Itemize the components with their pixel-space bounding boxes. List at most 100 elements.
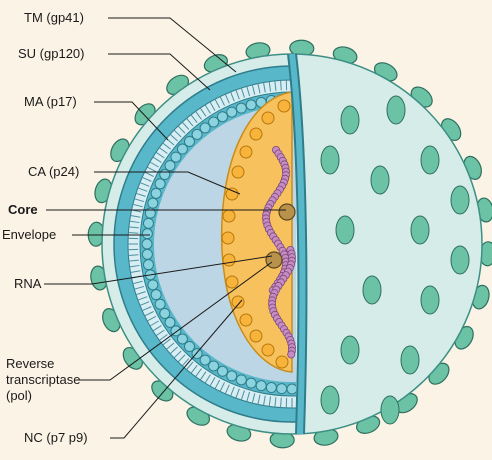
matrix-bead [183, 341, 195, 353]
matrix-bead [147, 279, 159, 291]
rna-strands [262, 145, 296, 359]
lipid-tick [274, 397, 277, 408]
label-reverse-transcriptase: Reverse transcriptase (pol) [6, 356, 106, 404]
matrix-bead [141, 228, 153, 240]
capsid-bead [239, 313, 253, 327]
matrix-bead [150, 187, 162, 199]
matrix-bead [245, 99, 257, 111]
lipid-tick [263, 395, 266, 406]
matrix-bead [255, 380, 267, 392]
surface-knob [450, 245, 470, 275]
matrix-bead [154, 178, 166, 190]
lipid-tick [135, 291, 146, 296]
matrix-bead [147, 197, 159, 209]
capsid-bead [225, 275, 239, 289]
surface-knob [410, 215, 430, 245]
lipid-tick [240, 390, 245, 401]
lipid-tick [246, 391, 251, 402]
capsid-bead [277, 99, 291, 113]
label-su: SU (gp120) [18, 46, 85, 61]
lipid-tick [268, 81, 272, 92]
matrix-bead [208, 116, 220, 128]
lipid-tick [251, 84, 256, 95]
matrix-bead [164, 316, 176, 328]
surface-knob [420, 285, 440, 315]
lipid-tick [155, 329, 165, 337]
surface-knob [340, 335, 360, 365]
lipid-tick [230, 386, 235, 397]
matrix-bead [159, 307, 171, 319]
matrix-bead [154, 298, 166, 310]
lipid-tick [251, 393, 256, 404]
lipid-tick [129, 264, 140, 268]
lipid-tick [129, 220, 140, 224]
capsid-bead [225, 187, 239, 201]
surface-knob [400, 345, 420, 375]
lipid-tick [146, 315, 157, 322]
lipid-tick [144, 171, 154, 177]
label-ca: CA (p24) [28, 164, 80, 179]
matrix-bead [142, 259, 154, 271]
capsid-bead [261, 111, 275, 125]
lipid-tick [128, 259, 139, 262]
reverse-transcriptase-enzyme-2 [265, 251, 283, 269]
lipid-tick [224, 93, 230, 104]
capsid-bead [231, 165, 245, 179]
surface-knob [362, 275, 382, 305]
matrix-bead [226, 106, 238, 118]
lipid-tick [155, 151, 165, 159]
matrix-bead [276, 383, 288, 395]
lipid-tick [152, 156, 162, 163]
lipid-tick [209, 377, 216, 387]
capsid-bead [221, 231, 235, 245]
lipid-tick [219, 96, 225, 106]
lipid-tick [257, 83, 261, 94]
lipid-tick [134, 198, 145, 203]
lipid-tick [149, 320, 159, 327]
lipid-tick [144, 311, 154, 317]
lipid-tick [159, 147, 168, 154]
matrix-bead [226, 370, 238, 382]
lipid-tick [235, 388, 240, 399]
label-tm: TM (gp41) [24, 10, 84, 25]
lipid-tick [162, 338, 171, 346]
matrix-bead [176, 143, 188, 155]
matrix-bead [142, 217, 154, 229]
surface-knob [340, 105, 360, 135]
leader-lines [44, 17, 286, 439]
surface-knob [320, 385, 340, 415]
lipid-tick [135, 192, 146, 197]
matrix-bead [217, 365, 229, 377]
lipid-tick [280, 397, 282, 408]
label-core: Core [8, 202, 38, 217]
lipid-tick [162, 142, 171, 150]
matrix-bead [150, 289, 162, 301]
surface-knob [380, 395, 400, 425]
matrix-bead [217, 111, 229, 123]
label-rt-line1: Reverse [6, 356, 55, 371]
lipid-tick [186, 361, 194, 370]
lipid-tick [219, 382, 225, 392]
lipid-tick [240, 87, 245, 98]
surface-knob [420, 145, 440, 175]
label-ma: MA (p17) [24, 94, 77, 109]
label-rna: RNA [14, 276, 42, 291]
matrix-bead [164, 160, 176, 172]
lipid-tick [263, 82, 266, 93]
capsid-bead [222, 209, 236, 223]
matrix-bead [183, 135, 195, 147]
lipid-tick [169, 346, 178, 355]
lipid-tick [230, 91, 235, 102]
matrix-bead [144, 207, 156, 219]
surface-knob [320, 145, 340, 175]
matrix-bead [191, 128, 203, 140]
lipid-tick [181, 121, 190, 130]
capsid-bead [249, 329, 263, 343]
rna-bead [287, 350, 296, 359]
matrix-bead [286, 383, 296, 395]
matrix-bead [141, 248, 153, 260]
lipid-tick [235, 89, 240, 100]
reverse-transcriptase-enzyme [278, 203, 296, 221]
